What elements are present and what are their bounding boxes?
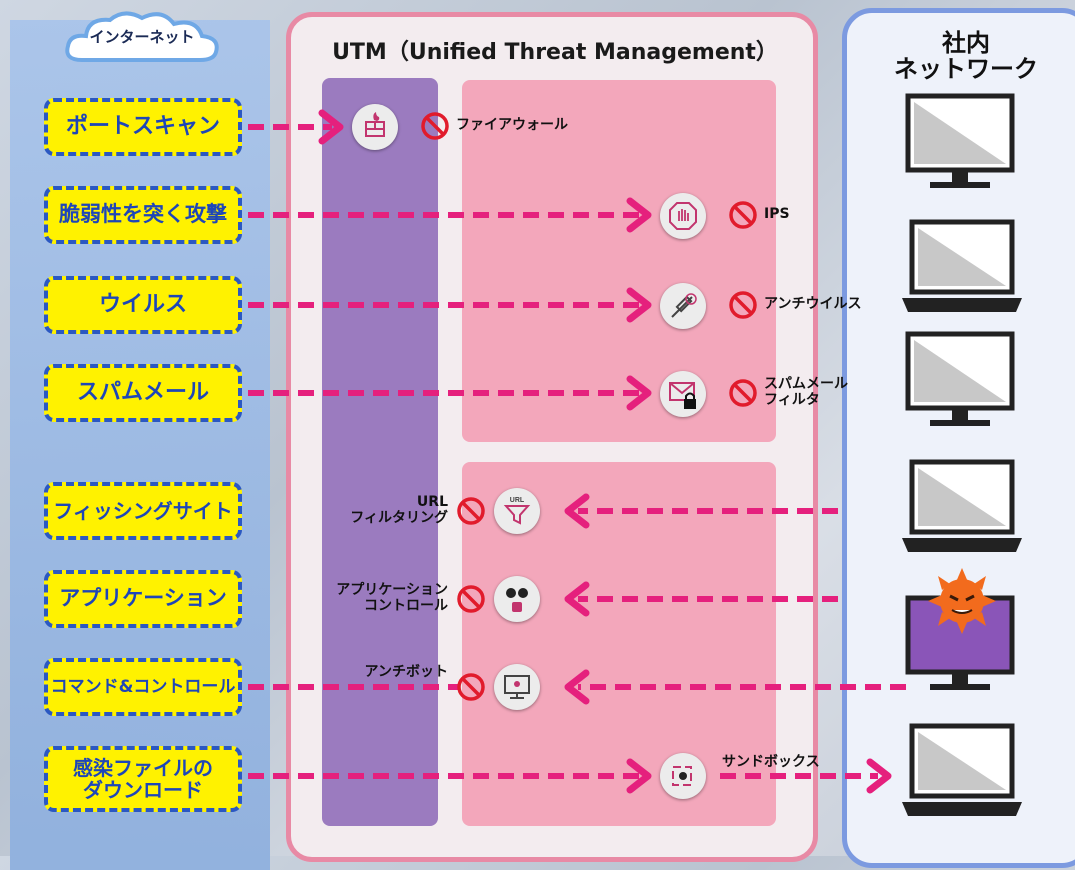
threat-label: スパムメール <box>76 379 209 405</box>
url-badge: URL <box>510 497 525 504</box>
laptop-icon <box>902 459 1022 552</box>
function-label-line1: スパムメール <box>764 376 848 392</box>
pc-icon <box>905 93 1015 188</box>
threat-label: ポートスキャン <box>65 113 220 139</box>
function-label-line1: アプリケーション <box>336 582 448 598</box>
internet-label: インターネット <box>89 28 195 46</box>
function-label-app-control: アプリケーション コントロール <box>310 582 448 614</box>
syringe-icon <box>660 283 706 329</box>
function-label-line1: URL <box>416 494 448 510</box>
firewall-icon <box>352 104 398 150</box>
threat-application: アプリケーション <box>44 570 242 628</box>
block-icon <box>457 585 485 613</box>
block-icon <box>457 497 485 525</box>
threat-spam-mail: スパムメール <box>44 364 242 422</box>
laptop-icon <box>902 219 1022 312</box>
block-icon <box>421 112 449 140</box>
locked-mail-icon <box>660 371 706 417</box>
utm-inbound-area <box>462 80 776 442</box>
utm-firewall-lane <box>322 78 438 826</box>
utm-title: UTM（Unified Threat Management） <box>332 40 778 65</box>
threat-vulnerability-attack: 脆弱性を突く攻撃 <box>44 186 242 244</box>
threat-label: 脆弱性を突く攻撃 <box>59 202 227 227</box>
stop-hand-icon <box>660 193 706 239</box>
threat-infected-download: 感染ファイルのダウンロード <box>44 746 242 812</box>
malware-icon <box>928 568 996 634</box>
block-icon <box>729 291 757 319</box>
url-filter-icon: URL <box>494 488 540 534</box>
threat-port-scan: ポートスキャン <box>44 98 242 156</box>
threat-label: ウイルス <box>98 291 187 317</box>
block-icon <box>729 379 757 407</box>
pc-icon <box>905 331 1015 426</box>
function-label-line2: フィルタ <box>764 392 820 409</box>
laptop-icon <box>902 723 1022 816</box>
threat-label-line2: ダウンロード <box>83 778 203 802</box>
threat-label: フィッシングサイト <box>53 499 233 523</box>
function-label-spam-filter: スパムメール フィルタ <box>764 376 848 408</box>
function-label-url-filtering: URL フィルタリング <box>330 494 448 526</box>
threat-label: アプリケーション <box>59 586 227 611</box>
infected-pc-icon <box>905 595 1015 690</box>
block-icon <box>729 201 757 229</box>
function-label-line2: コントロール <box>364 598 448 615</box>
function-label-sandbox: サンドボックス <box>722 754 820 770</box>
threat-virus: ウイルス <box>44 276 242 334</box>
function-label-antivirus: アンチウイルス <box>764 296 862 312</box>
lan-title: 社内 ネットワーク <box>866 30 1066 83</box>
block-icon <box>457 673 485 701</box>
threat-phishing-site: フィッシングサイト <box>44 482 242 540</box>
monitor-bot-icon <box>494 664 540 710</box>
sandbox-icon <box>660 753 706 799</box>
threat-command-control: コマンド&コントロール <box>44 658 242 716</box>
function-label-firewall: ファイアウォール <box>456 117 568 133</box>
internet-column <box>10 20 270 870</box>
cloud-icon <box>65 11 219 62</box>
function-label-anti-bot: アンチボット <box>364 664 448 680</box>
lan-title-line1: 社内 <box>942 29 990 57</box>
threat-label-line1: 感染ファイルの <box>73 756 213 780</box>
function-label-line2: フィルタリング <box>350 510 448 527</box>
lan-title-line2: ネットワーク <box>894 55 1038 84</box>
threat-label: コマンド&コントロール <box>50 676 236 697</box>
social-apps-icon <box>494 576 540 622</box>
function-label-ips: IPS <box>764 206 790 222</box>
